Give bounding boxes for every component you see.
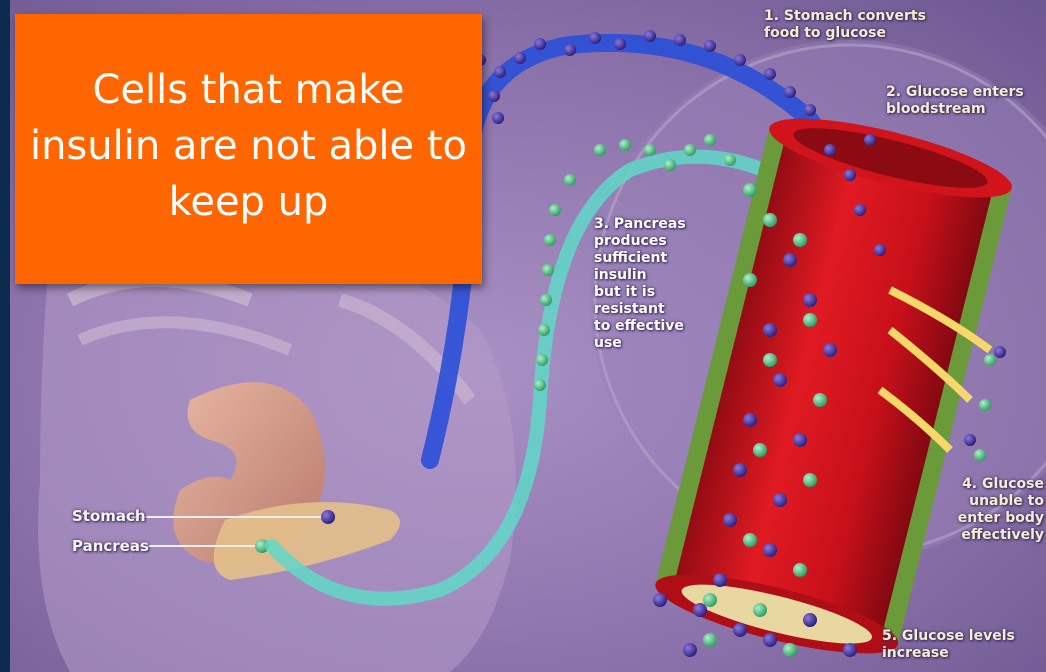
callout-box: Cells that make insulin are not able to … [15, 14, 482, 284]
step4-label: 4. Glucose unable to enter body effectiv… [920, 476, 1044, 544]
step2-label: 2. Glucose enters bloodstream [886, 84, 1046, 118]
step3-label: 3. Pancreas produces sufficient insulin … [594, 216, 694, 352]
step1-label: 1. Stomach converts food to glucose [764, 8, 994, 42]
stomach-label: Stomach [72, 508, 146, 525]
callout-text: Cells that make insulin are not able to … [29, 62, 469, 230]
step5-label: 5. Glucose levels increase [882, 628, 1046, 662]
pancreas-label: Pancreas [72, 538, 149, 555]
